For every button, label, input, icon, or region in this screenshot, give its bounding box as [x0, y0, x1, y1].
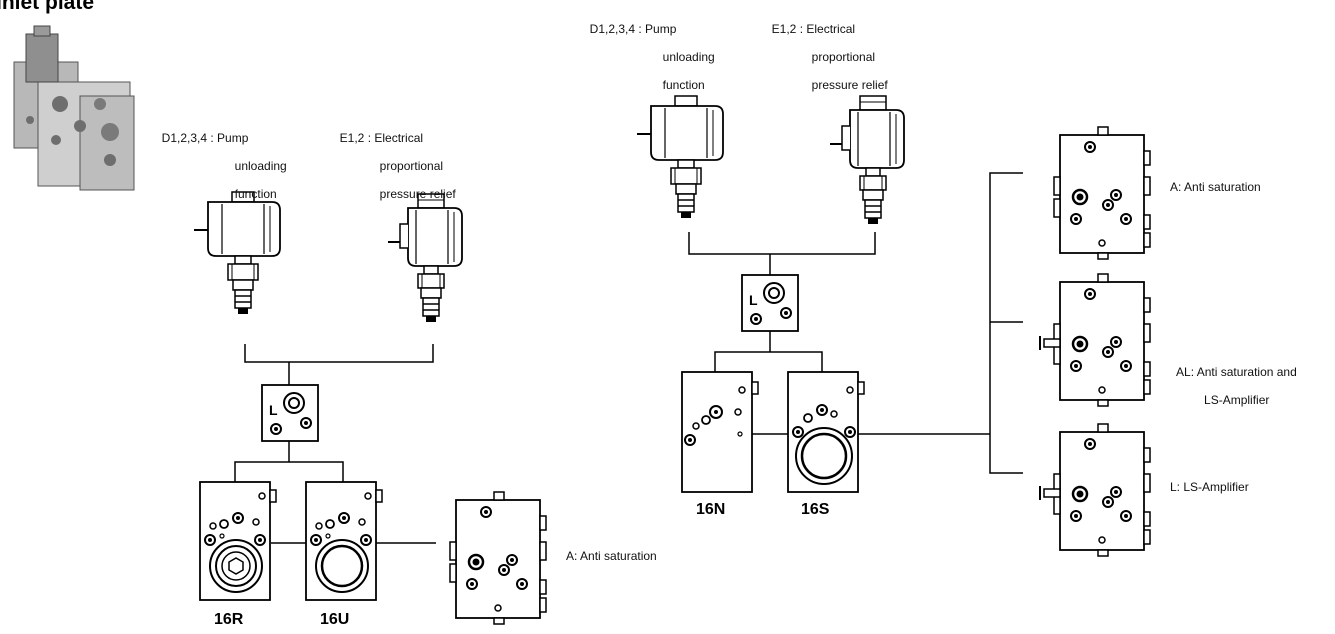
anti-saturation-block-right — [1052, 125, 1152, 261]
option-l-label: L: LS-Amplifier — [1170, 480, 1249, 494]
adapter-mark-left: L — [269, 402, 278, 418]
inlet-plate-16s — [787, 371, 865, 493]
inlet-plate-16n — [681, 371, 759, 493]
valve-e-desc-2: proportional — [379, 159, 444, 173]
valve-d-desc-3: function — [234, 187, 277, 201]
option-a-label-right: A: Anti saturation — [1170, 180, 1261, 194]
product-photo — [13, 25, 135, 191]
unloading-valve-right — [636, 95, 724, 219]
valve-d-desc-1: Pump — [645, 22, 677, 36]
plate-code-16u: 16U — [320, 611, 350, 628]
connector-right-valves — [688, 232, 876, 275]
ls-amplifier-block — [1039, 422, 1152, 558]
unloading-valve-left — [193, 191, 281, 315]
option-a-label-left: A: Anti saturation — [566, 549, 657, 563]
valve-d-desc-2: unloading — [234, 159, 287, 173]
adapter-mark-right: L — [749, 292, 758, 308]
valve-e-desc-1: Electrical — [806, 22, 856, 36]
option-al-line-2: LS-Amplifier — [1204, 393, 1270, 407]
valve-d-code: D1,2,3,4 : — [589, 22, 642, 36]
valve-d-desc-2: unloading — [662, 50, 715, 64]
valve-e-desc-1: Electrical — [374, 131, 424, 145]
valve-d-desc-3: function — [662, 78, 705, 92]
valve-e-label-left: E1,2 : Electrical proportional pressure … — [333, 117, 456, 201]
inlet-plate-16u — [305, 481, 383, 601]
valve-d-desc-1: Pump — [217, 131, 249, 145]
valve-d-code: D1,2,3,4 : — [161, 131, 214, 145]
connector-left-plates — [234, 441, 436, 544]
valve-e-desc-3: pressure relief — [379, 187, 456, 201]
plate-code-16n: 16N — [696, 501, 726, 518]
option-al-label: AL: Anti saturation and LS-Amplifier — [1170, 351, 1297, 407]
anti-saturation-block-left — [448, 490, 548, 626]
relief-valve-left — [387, 193, 463, 323]
connector-right-plates — [714, 172, 1023, 474]
page-title: Inlet plate — [0, 0, 95, 14]
valve-d-label-left: D1,2,3,4 : Pump unloading function — [155, 117, 287, 201]
valve-e-code: E1,2 : — [771, 22, 804, 36]
valve-e-label-right: E1,2 : Electrical proportional pressure … — [765, 8, 888, 92]
inlet-plate-16r — [199, 481, 277, 601]
connector-left-valves — [244, 344, 434, 385]
plate-code-16s: 16S — [801, 501, 830, 518]
valve-d-label-right: D1,2,3,4 : Pump unloading function — [583, 8, 715, 92]
valve-e-desc-3: pressure relief — [811, 78, 888, 92]
relief-valve-right — [829, 95, 905, 225]
anti-saturation-ls-block — [1039, 272, 1152, 408]
plate-code-16r: 16R — [214, 611, 244, 628]
valve-e-desc-2: proportional — [811, 50, 876, 64]
valve-e-code: E1,2 : — [339, 131, 372, 145]
option-al-line-1: AL: Anti saturation and — [1176, 365, 1297, 379]
